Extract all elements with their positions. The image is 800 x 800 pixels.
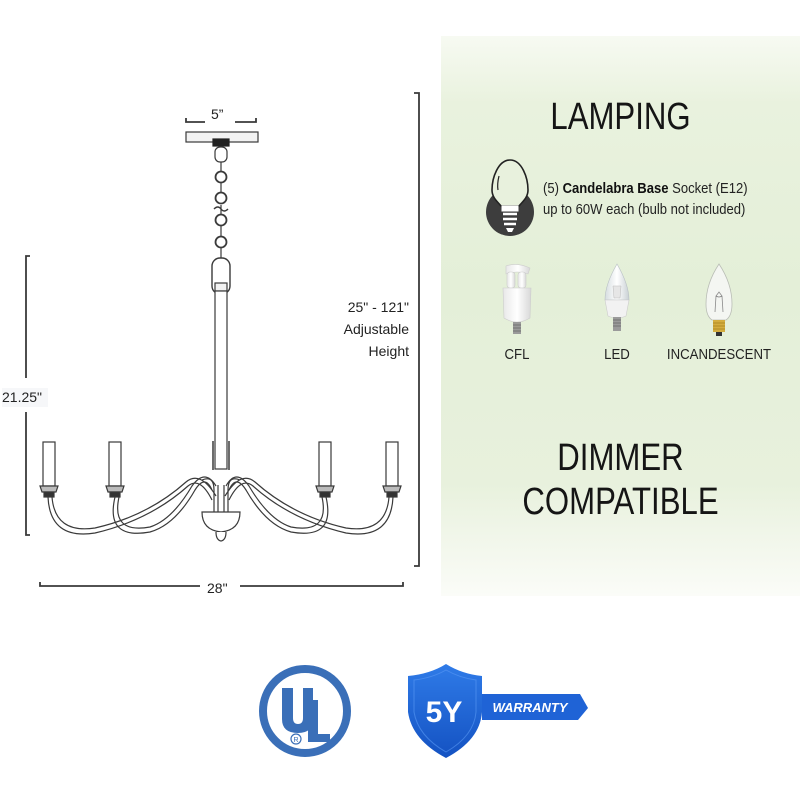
bulb-type-cfl: CFL — [492, 262, 542, 363]
chandelier-line-drawing — [25, 92, 420, 587]
dimmer-line2: COMPATIBLE — [522, 481, 719, 523]
led-bulb-icon — [604, 263, 630, 331]
bulb-type-label: CFL — [504, 346, 530, 363]
adjustable-height-label: 25" - 121" Adjustable Height — [330, 296, 409, 362]
bulb-type-label: LED — [604, 346, 630, 363]
canopy-width-label: 5” — [211, 106, 224, 122]
socket-spec: (5) Candelabra Base Socket (E12) up to 6… — [543, 179, 748, 221]
bulb-type-led: LED — [592, 262, 642, 363]
socket-count: (5) — [543, 181, 559, 197]
dimmer-compatible-title: DIMMER COMPATIBLE — [473, 436, 767, 524]
socket-suffix: Socket (E12) — [672, 181, 748, 197]
lamping-title: LAMPING — [550, 96, 691, 138]
candelabra-bulb-icon — [484, 156, 536, 238]
bulb-type-incandescent: INCANDESCENT — [667, 262, 771, 363]
warranty-badge: 5Y WARRANTY — [402, 660, 588, 760]
svg-text:R: R — [293, 737, 298, 744]
socket-spec-line2: up to 60W each (bulb not included) — [543, 202, 746, 218]
adjustable-height-range: 25" - 121" — [347, 299, 409, 315]
dimmer-line1: DIMMER — [557, 437, 684, 479]
shield-icon: 5Y WARRANTY — [408, 664, 588, 758]
svg-text:WARRANTY: WARRANTY — [492, 700, 568, 715]
fixture-dimension-diagram: 5” 21.25" 28" 25" - 121" Adjustable Heig… — [0, 0, 440, 620]
fixture-width-label: 28" — [207, 580, 228, 596]
ul-logo-icon: R — [259, 665, 351, 757]
socket-type: Candelabra Base — [562, 181, 669, 197]
adjustable-height-line2: Adjustable — [343, 321, 409, 337]
incandescent-bulb-icon — [705, 263, 733, 336]
cfl-bulb-icon — [502, 264, 532, 334]
bulb-type-list: CFL LED INCANDESCENT — [470, 262, 800, 372]
bulb-type-label: INCANDESCENT — [666, 346, 772, 363]
socket-spec-line1: (5) Candelabra Base Socket (E12) — [543, 179, 748, 200]
adjustable-height-line3: Height — [368, 343, 409, 359]
ul-listed-badge: R — [256, 662, 354, 760]
fixture-height-label: 21.25" — [2, 388, 49, 407]
svg-text:5Y: 5Y — [426, 696, 463, 729]
